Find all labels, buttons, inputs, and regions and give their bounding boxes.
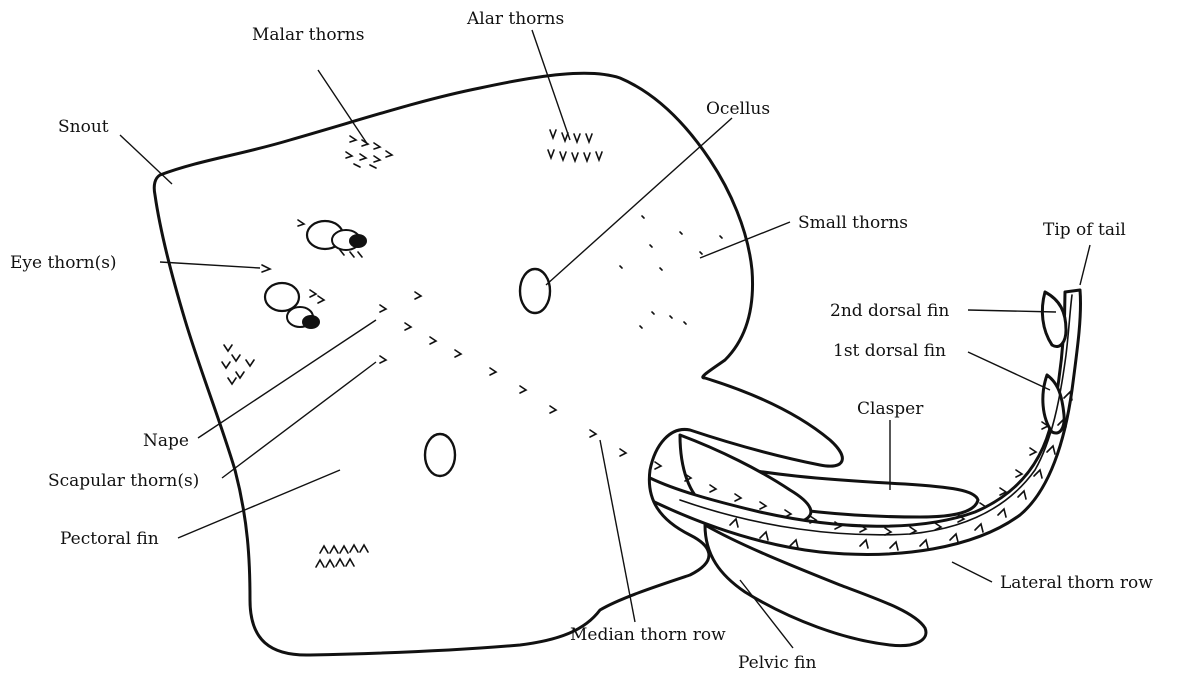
leader-tip-of-tail [1080,245,1090,285]
label-median-thorn-row: Median thorn row [570,625,726,645]
label-malar-thorns: Malar thorns [252,25,364,45]
ocellus-lower [425,434,455,476]
label-first-dorsal-fin: 1st dorsal fin [833,341,946,361]
label-pectoral-fin: Pectoral fin [60,529,159,549]
leader-first-dorsal-fin [968,352,1050,390]
label-tip-of-tail: Tip of tail [1043,220,1126,240]
label-clasper: Clasper [857,399,924,419]
leader-lateral-thorn-row [952,562,992,582]
label-nape: Nape [143,431,189,451]
label-eye-thorns: Eye thorn(s) [10,253,117,273]
label-pelvic-fin: Pelvic fin [738,653,816,673]
label-small-thorns: Small thorns [798,213,908,233]
label-alar-thorns: Alar thorns [466,9,564,29]
label-ocellus: Ocellus [706,99,770,119]
label-snout: Snout [58,117,109,137]
second-dorsal-fin [1042,292,1066,347]
label-scapular-thorns: Scapular thorn(s) [48,471,199,491]
label-second-dorsal-fin: 2nd dorsal fin [830,301,949,321]
label-lateral-thorn-row: Lateral thorn row [1000,573,1153,593]
ocellus-upper [520,269,550,313]
leader-snout [120,135,172,184]
